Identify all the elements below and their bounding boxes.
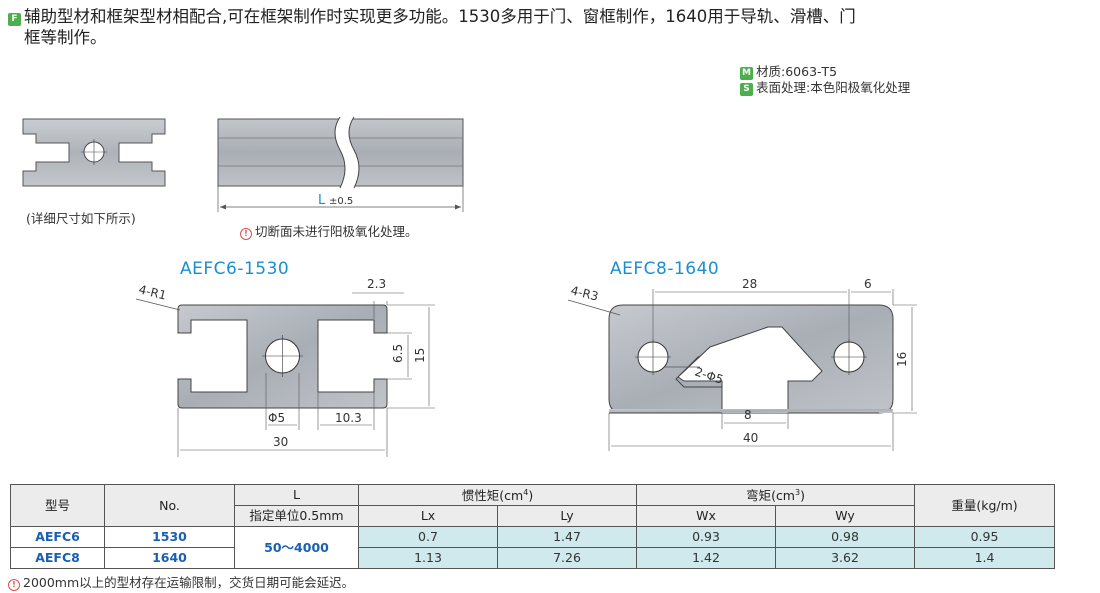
profile-1640-drawing: 4-R3 28 6 16 2-Φ5 8 40	[567, 277, 917, 451]
dim-8: 8	[744, 408, 752, 422]
cut-note-text: 切断面未进行阳极氧化处理。	[255, 224, 418, 239]
header-wx: Wx	[636, 505, 777, 527]
cell-weight: 0.95	[914, 526, 1056, 548]
cell-wy: 0.98	[775, 526, 916, 548]
cell-model: AEFC8	[10, 547, 105, 569]
header-moment: 弯矩(cm3)	[636, 484, 916, 506]
table-header-row: 型号 No. L 惯性矩(cm4) 弯矩(cm3) 重量(kg/m)	[10, 484, 1056, 527]
table-row: AEFC8 1640 1.13 7.26 1.42 3.62 1.4	[10, 547, 1056, 569]
footnote: !2000mm以上的型材存在运输限制，交货日期可能会延迟。	[8, 572, 354, 591]
cell-no: 1640	[104, 547, 235, 569]
header-lx: Lx	[358, 505, 498, 527]
surface-badge-icon: S	[740, 83, 753, 96]
overview-caption: (详细尺寸如下所示)	[26, 211, 136, 226]
feature-badge-icon: F	[8, 13, 21, 26]
header-wy: Wy	[775, 505, 916, 527]
warning-icon: !	[240, 228, 252, 240]
material-badge-icon: M	[740, 67, 753, 80]
cell-wx: 0.93	[636, 526, 777, 548]
dim-16: 16	[895, 352, 909, 367]
intro-line-1: 辅助型材和框架型材相配合,可在框架制作时实现更多功能。1530多用于门、窗框制作…	[24, 7, 856, 26]
cell-model: AEFC6	[10, 526, 105, 548]
radius-label-1530: 4-R1	[137, 282, 167, 302]
header-l-unit: 指定单位0.5mm	[234, 505, 359, 527]
radius-label-1640: 4-R3	[569, 283, 599, 303]
cell-no: 1530	[104, 526, 235, 548]
length-label: L	[318, 193, 326, 208]
cell-l-range: 50～4000	[234, 526, 359, 569]
overview-cross-section	[22, 118, 166, 187]
dim-30: 30	[273, 435, 288, 449]
surface-text: 表面处理:本色阳极氧化处理	[756, 80, 911, 95]
header-weight: 重量(kg/m)	[914, 484, 1056, 527]
profile-1530-drawing: 4-R1 2.3 6.5 15 Φ5 10.3 30	[135, 277, 435, 457]
cell-weight: 1.4	[914, 547, 1056, 569]
cell-ly: 7.26	[496, 547, 638, 569]
cell-lx: 1.13	[358, 547, 498, 569]
dim-40: 40	[743, 431, 758, 445]
dim-2-3: 2.3	[367, 277, 386, 291]
dim-6-5: 6.5	[391, 344, 405, 363]
cut-note: !切断面未进行阳极氧化处理。	[240, 221, 418, 240]
header-ly: Ly	[496, 505, 638, 527]
header-l: L	[234, 484, 359, 506]
header-inertia: 惯性矩(cm4)	[357, 484, 638, 506]
footnote-text: 2000mm以上的型材存在运输限制，交货日期可能会延迟。	[23, 575, 355, 590]
cell-lx: 0.7	[358, 526, 498, 548]
length-tolerance: ±0.5	[329, 196, 353, 207]
material-text: 材质:6063-T5	[756, 64, 838, 79]
cell-ly: 1.47	[496, 526, 638, 548]
dim-15: 15	[413, 348, 427, 363]
extrusion-side-view: L ±0.5	[217, 116, 464, 212]
cell-wy: 3.62	[775, 547, 916, 569]
dim-6: 6	[864, 277, 872, 291]
profile-1530-title: AEFC6-1530	[180, 259, 290, 279]
intro-line-2: 框等制作。	[24, 28, 107, 47]
profile-1640-title: AEFC8-1640	[610, 259, 720, 279]
dim-10-3: 10.3	[335, 411, 362, 425]
header-no: No.	[104, 484, 235, 527]
spec-table: 型号 No. L 惯性矩(cm4) 弯矩(cm3) 重量(kg/m) 指定单位0…	[10, 484, 1056, 569]
dim-28: 28	[742, 277, 757, 291]
warning-icon: !	[8, 579, 20, 591]
table-row: AEFC6 1530 50～4000 0.7 1.47 0.93 0.98 0.…	[10, 526, 1056, 569]
header-model: 型号	[10, 484, 105, 527]
dim-phi5: Φ5	[268, 411, 285, 425]
cell-wx: 1.42	[636, 547, 777, 569]
